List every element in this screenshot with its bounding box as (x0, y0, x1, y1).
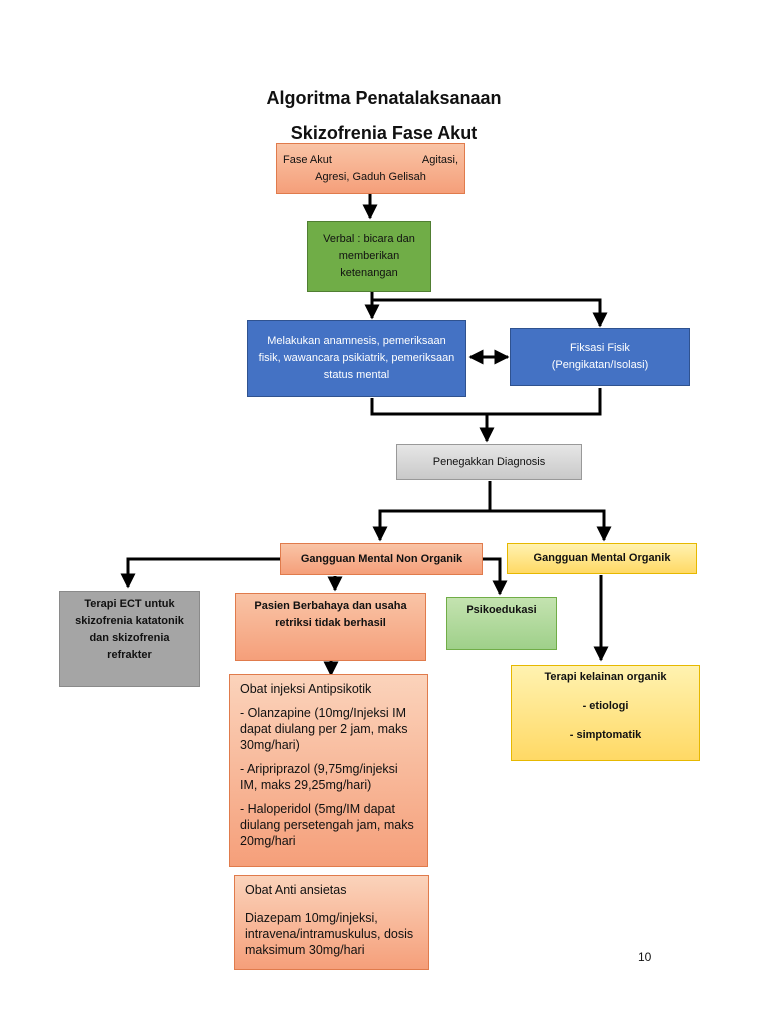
connector-to-psikoedukasi (483, 557, 508, 596)
node-anamnesis: Melakukan anamnesis, pemeriksaan fisik, … (247, 320, 466, 397)
antipsikotik-item-aripiprazol: - Aripriprazol (9,75mg/injeksi IM, maks … (240, 762, 398, 792)
page-number: 10 (638, 950, 652, 964)
antipsikotik-item-olanzapine: - Olanzapine (10mg/Injeksi IM dapat diul… (240, 706, 408, 752)
node-antipsikotik: Obat injeksi Antipsikotik - Olanzapine (… (229, 674, 428, 867)
node-psikoedukasi: Psikoedukasi (446, 597, 557, 650)
node-fiksasi: Fiksasi Fisik (Pengikatan/Isolasi) (510, 328, 690, 386)
terapi-organik-line1: Terapi kelainan organik (544, 671, 667, 683)
fase-akut-label: Fase Akut (283, 153, 332, 166)
ansietas-body: Diazepam 10mg/injeksi, intravena/intramu… (245, 911, 414, 957)
node-terapi-organik: Terapi kelainan organik - etiologi - sim… (511, 665, 700, 761)
antipsikotik-heading: Obat injeksi Antipsikotik (240, 682, 372, 696)
fiksasi-line1: Fiksasi Fisik (570, 342, 630, 354)
terapi-organik-line2: - etiologi (582, 700, 629, 712)
node-organik: Gangguan Mental Organik (507, 543, 697, 574)
node-ansietas: Obat Anti ansietas Diazepam 10mg/injeksi… (234, 875, 429, 970)
fiksasi-line2: (Pengikatan/Isolasi) (551, 359, 649, 371)
fase-akut-row: Fase Akut Agitasi, (283, 152, 458, 169)
fase-akut-line2: Agresi, Gaduh Gelisah (315, 170, 426, 183)
node-diagnosis: Penegakkan Diagnosis (396, 444, 582, 480)
diagram-title-line1: Algoritma Penatalaksanaan (266, 88, 502, 108)
diagram-title-line2: Skizofrenia Fase Akut (290, 123, 478, 143)
node-non-organik: Gangguan Mental Non Organik (280, 543, 483, 575)
connector-to-ect (120, 557, 280, 589)
connector-diagnosis-split (372, 481, 492, 542)
connector-verbal-to-fiksasi (372, 298, 608, 328)
connector-to-organik (490, 509, 612, 542)
node-fase-akut: Fase Akut Agitasi, Agresi, Gaduh Gelisah (276, 143, 465, 194)
antipsikotik-item-haloperidol: - Haloperidol (5mg/IM dapat diulang pers… (240, 802, 414, 848)
terapi-organik-line3: - simptomatik (569, 729, 642, 741)
node-verbal: Verbal : bicara dan memberikan ketenanga… (307, 221, 431, 292)
node-berbahaya: Pasien Berbahaya dan usaha retriksi tida… (235, 593, 426, 661)
ansietas-heading: Obat Anti ansietas (245, 883, 347, 897)
node-ect: Terapi ECT untuk skizofrenia katatonik d… (59, 591, 200, 687)
agitasi-label: Agitasi, (421, 153, 458, 166)
